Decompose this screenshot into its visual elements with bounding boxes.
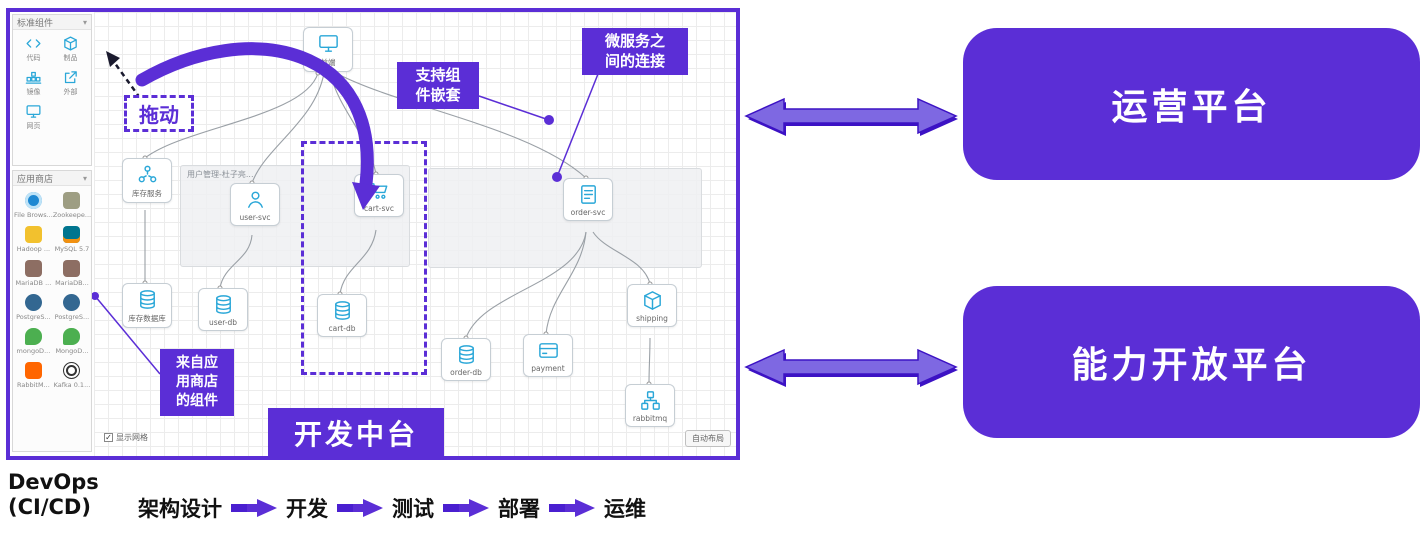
database-cylinder-icon: [458, 345, 474, 364]
double-arrow-capability: [744, 348, 958, 387]
network-nodes-icon: [138, 165, 156, 183]
code-icon: [26, 39, 41, 48]
component-code[interactable]: 代码: [15, 35, 52, 63]
devops-label: DevOps (CI/CD): [8, 470, 99, 520]
container-icon: [25, 71, 42, 84]
monitor-icon: [26, 105, 41, 118]
file-browser-icon: [24, 192, 42, 209]
node-label: 库存服务: [132, 189, 162, 198]
right-arrow-icon: [231, 499, 277, 517]
node-cart-db[interactable]: cart-db: [317, 294, 367, 337]
design-editor: 用户管理-杜子亮...: [6, 8, 740, 460]
pipeline-step-test: 测试: [392, 497, 434, 521]
appstore-item-mysql[interactable]: MySQL 5.7: [53, 226, 91, 253]
pipeline-step-deploy: 部署: [498, 497, 540, 521]
pipeline-step-develop: 开发: [286, 497, 328, 521]
node-label: order-svc: [570, 208, 606, 217]
node-label: payment: [531, 364, 565, 373]
node-user-svc[interactable]: user-svc: [230, 183, 280, 226]
kafka-icon: [63, 362, 81, 379]
node-label: 库存数据库: [128, 314, 166, 323]
component-artifact[interactable]: 制品: [52, 35, 89, 63]
component-image[interactable]: 镜像: [15, 69, 52, 97]
component-external[interactable]: 外部: [52, 69, 89, 97]
appstore-item-mariadb-2[interactable]: MariaDB...: [53, 260, 91, 287]
node-label: rabbitmq: [632, 414, 668, 423]
package-icon: [643, 291, 661, 310]
app-store-header[interactable]: 应用商店: [13, 171, 91, 186]
auto-layout-button[interactable]: 自动布局: [685, 430, 731, 447]
annotation-appstore-note: 来自应 用商店 的组件: [160, 349, 234, 416]
flowchart-icon: [640, 391, 660, 410]
right-arrow-icon: [337, 499, 383, 517]
monitor-icon: [318, 35, 338, 52]
appstore-item-mongodb-1[interactable]: mongoD...: [14, 328, 53, 355]
appstore-item-zookeeper[interactable]: Zookeepe...: [53, 192, 91, 219]
mysql-icon: [63, 226, 81, 243]
pipeline-step-architecture: 架构设计: [138, 497, 222, 521]
node-label: 前端: [320, 58, 336, 67]
appstore-item-mongodb-2[interactable]: MongoD...: [53, 328, 91, 355]
appstore-item-mariadb-1[interactable]: MariaDB ...: [14, 260, 53, 287]
appstore-item-postgres-2[interactable]: PostgreS...: [53, 294, 91, 321]
devops-pipeline: 架构设计 开发 测试 部署 运维: [138, 493, 646, 523]
annotation-dev-platform-title: 开发中台: [268, 408, 445, 458]
node-payment[interactable]: payment: [523, 334, 573, 377]
database-cylinder-icon: [215, 295, 231, 314]
node-rabbitmq[interactable]: rabbitmq: [625, 384, 675, 427]
node-order-svc[interactable]: order-svc: [563, 178, 613, 221]
operations-platform-box: 运营平台: [963, 28, 1420, 180]
standard-components-panel: 标准组件 代码 制品 镜像 外部: [12, 14, 92, 166]
double-arrow-operations: [744, 97, 958, 136]
mongodb-icon: [24, 328, 42, 345]
right-arrow-icon: [443, 499, 489, 517]
external-link-icon: [64, 71, 77, 84]
annotation-connection: 微服务之 间的连接: [582, 28, 688, 75]
zookeeper-icon: [63, 192, 81, 209]
node-user-db[interactable]: user-db: [198, 288, 248, 331]
node-label: shipping: [636, 314, 668, 323]
card-icon: [538, 343, 558, 358]
right-arrow-icon: [549, 499, 595, 517]
pipeline-step-operate: 运维: [604, 497, 646, 521]
postgresql-icon: [24, 294, 42, 311]
app-store-panel: 应用商店 File Brows... Zookeepe... Hadoop ..…: [12, 170, 92, 452]
mongodb-icon: [63, 328, 81, 345]
database-cylinder-icon: [334, 301, 350, 320]
annotation-drag: 拖动: [124, 95, 194, 132]
mariadb-icon: [63, 260, 81, 277]
appstore-item-filebrowser[interactable]: File Brows...: [14, 192, 53, 219]
mariadb-icon: [24, 260, 42, 277]
component-webpage[interactable]: 网页: [15, 103, 52, 131]
rabbitmq-icon: [24, 362, 42, 379]
node-label: order-db: [450, 368, 482, 377]
show-grid-label: 显示网格: [116, 433, 148, 442]
standard-components-header[interactable]: 标准组件: [13, 15, 91, 30]
capability-platform-box: 能力开放平台: [963, 286, 1420, 438]
node-label: cart-db: [328, 324, 356, 333]
nesting-highlight-rect: [301, 141, 427, 375]
package-icon: [64, 36, 77, 51]
annotation-nesting: 支持组 件嵌套: [397, 62, 479, 109]
node-label: user-svc: [239, 213, 271, 222]
person-icon: [247, 191, 263, 208]
node-inventory-db[interactable]: 库存数据库: [122, 283, 172, 328]
postgresql-icon: [63, 294, 81, 311]
show-grid-toggle[interactable]: 显示网格: [104, 432, 148, 443]
hadoop-icon: [24, 226, 42, 243]
document-icon: [580, 185, 596, 204]
appstore-item-hadoop[interactable]: Hadoop ...: [14, 226, 53, 253]
node-inventory-svc[interactable]: 库存服务: [122, 158, 172, 203]
node-shipping[interactable]: shipping: [627, 284, 677, 327]
checkbox-checked-icon[interactable]: [104, 433, 113, 442]
node-label: user-db: [208, 318, 238, 327]
node-frontend[interactable]: 前端: [303, 27, 353, 72]
appstore-item-kafka[interactable]: Kafka 0.1...: [53, 362, 91, 389]
appstore-item-postgres-1[interactable]: PostgreS...: [14, 294, 53, 321]
database-cylinder-icon: [139, 290, 155, 309]
node-order-db[interactable]: order-db: [441, 338, 491, 381]
appstore-item-rabbitmq[interactable]: RabbitM...: [14, 362, 53, 389]
